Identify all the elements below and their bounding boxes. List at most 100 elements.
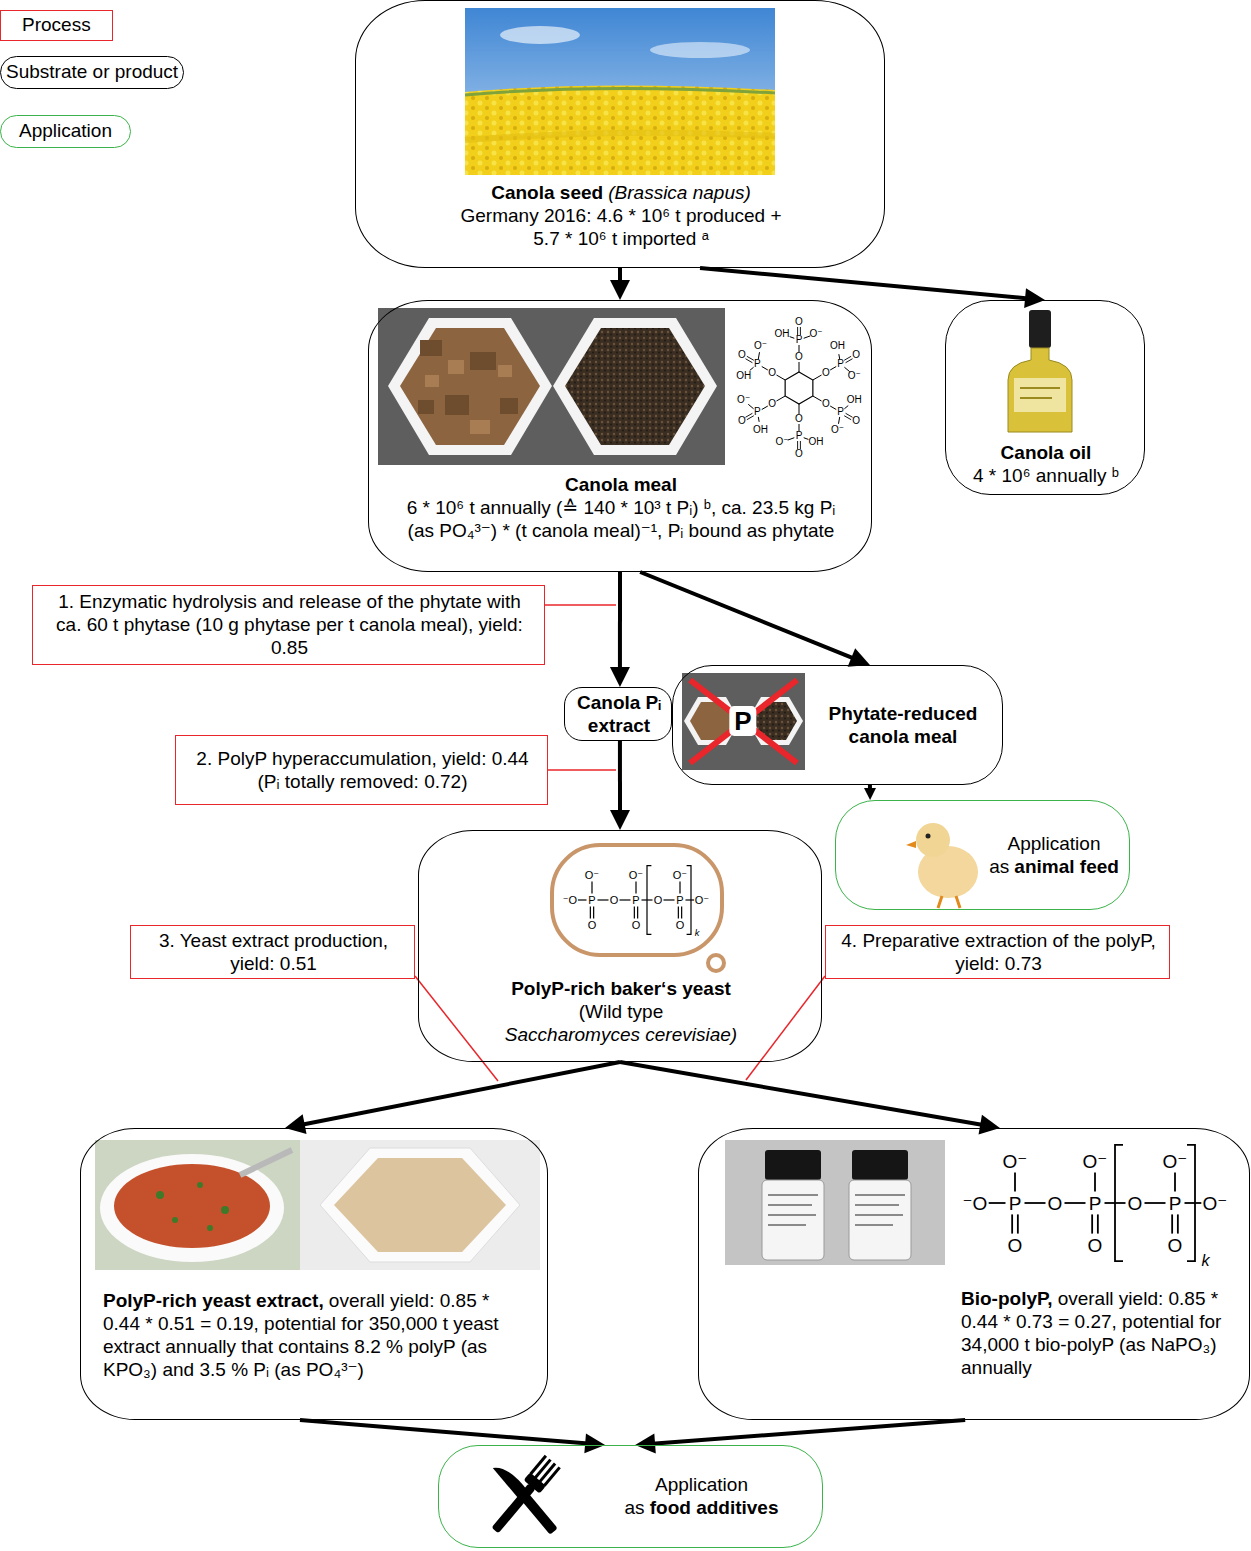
bond <box>790 337 795 339</box>
reduced-meal-photo-part <box>690 680 797 763</box>
flow-arrow <box>620 1062 1000 1134</box>
chick-photo-part <box>956 896 960 908</box>
oil-bottle-photo-part <box>1020 397 1052 399</box>
atom-label: O⁻ <box>809 329 822 339</box>
canola-field-photo-part <box>465 85 775 175</box>
product-box: PolyP-rich baker‘s yeast(Wild typeSaccha… <box>418 830 822 1062</box>
atom-label: O <box>768 368 776 378</box>
atom-label: P <box>754 407 761 417</box>
arrow-shaft <box>618 741 622 813</box>
polyp-vials-photo-part-part <box>855 1224 893 1226</box>
bond <box>804 438 809 440</box>
bond <box>578 899 587 900</box>
atom-label: O <box>738 350 746 360</box>
canola-meal-photo-part-part <box>418 400 434 414</box>
flow-arrow <box>610 572 630 687</box>
polyp-vials-photo-part <box>849 1180 911 1260</box>
bond <box>1091 1214 1093 1233</box>
bond <box>799 404 800 414</box>
polyp-vials-photo <box>725 1140 945 1265</box>
node-text-block: 1. Enzymatic hydrolysis and release of t… <box>43 590 536 659</box>
canola-field-photo-part <box>500 26 580 44</box>
legend-sub-shape: Substrate or product <box>0 56 184 89</box>
bond <box>804 336 811 338</box>
soup-photo-part <box>95 1140 300 1270</box>
canola-meal-photo-part-part <box>500 398 518 414</box>
atom-label: OH <box>830 341 845 351</box>
atom-label: O <box>1128 1194 1143 1213</box>
oil-bottle-photo <box>1008 310 1072 432</box>
fork-knife-icon-part-part <box>491 1483 535 1533</box>
polyp-vials-photo-part <box>725 1140 945 1265</box>
bond <box>1097 1214 1099 1233</box>
canola-meal-photo-part-part <box>420 340 442 356</box>
bond <box>590 907 591 919</box>
node-heading: 1. Enzymatic hydrolysis and release of t… <box>55 590 525 659</box>
node-heading: 2. PolyP hyperaccumulation, yield: 0.44 … <box>195 747 530 793</box>
atom-label: O⁻ <box>673 870 687 881</box>
arrow-shaft <box>620 1062 983 1125</box>
polyp-vials-photo-part <box>762 1180 824 1260</box>
bond <box>1017 1214 1019 1233</box>
bond <box>776 375 785 380</box>
atom-label: P <box>1169 1194 1182 1213</box>
atom-label: k <box>695 929 700 938</box>
canola-meal-photo-part <box>378 308 725 465</box>
soup-photo <box>95 1140 300 1270</box>
canola-meal-photo-part-part <box>470 352 496 370</box>
canola-meal-photo-part-part <box>470 420 490 434</box>
process-box: 4. Preparative extraction of the polyP, … <box>825 925 1170 979</box>
atom-label: O⁻ <box>831 425 844 435</box>
bond <box>788 438 795 440</box>
bond <box>799 362 800 372</box>
node-heading: Canola seed <box>491 182 603 203</box>
bond <box>830 367 836 371</box>
node-heading: 3. Yeast extract production, yield: 0.51 <box>139 929 408 975</box>
chick-photo-part <box>906 841 916 848</box>
atom-label: O⁻ <box>737 395 750 405</box>
atom-label: O <box>795 352 803 362</box>
arrow-shaft <box>652 1420 965 1444</box>
soup-photo-part <box>240 1150 292 1175</box>
node-text: animal feed <box>1014 856 1119 877</box>
leader-line-part <box>548 769 616 771</box>
atom-label: O <box>795 414 803 424</box>
soup-photo-part <box>156 1182 229 1231</box>
node-text: overall yield: 0.85 * 0.44 * 0.51 = 0.19… <box>103 1290 499 1380</box>
canola-meal-photo-part <box>418 340 518 415</box>
arrowhead <box>848 648 870 667</box>
legend-app-shape: Application <box>0 115 131 148</box>
atom-label: O⁻ <box>754 341 767 351</box>
yeast-extract-photo-part <box>300 1140 540 1270</box>
node-text: Saccharomyces cerevisiae) <box>439 1023 803 1046</box>
arrowhead <box>610 667 630 687</box>
product-box: Canola meal6 * 10⁶ t annually (≙ 140 * 1… <box>368 300 872 572</box>
arrowhead <box>635 1434 656 1454</box>
bond <box>1174 1172 1176 1191</box>
bond <box>750 367 754 370</box>
bond <box>745 413 752 417</box>
node-text-block: Applicationasfood additives <box>589 1473 814 1519</box>
atom-label: O⁻ <box>629 870 643 881</box>
soup-photo-part-part <box>156 1191 164 1199</box>
chick-photo <box>906 823 978 908</box>
polyp-vials-photo-part-part <box>855 1204 899 1206</box>
bond <box>686 899 695 900</box>
fork-knife-icon <box>487 1455 561 1537</box>
canola-field-photo-part <box>650 42 750 58</box>
polyp-vials-photo-part <box>768 1195 818 1225</box>
bond <box>664 899 675 900</box>
atom-label: O <box>1168 1236 1183 1255</box>
node-heading: Application <box>984 832 1124 855</box>
arrowhead <box>979 1115 1000 1135</box>
bond <box>1171 1214 1173 1233</box>
node-heading: Application <box>589 1473 814 1496</box>
atom-label: O⁻ <box>695 895 709 906</box>
canola-meal-photo-part-part <box>448 360 464 374</box>
atom-label: P <box>837 359 844 369</box>
node-text: 4 * 10⁶ annually ᵇ <box>956 464 1136 487</box>
bond <box>844 416 851 420</box>
bond <box>1145 1202 1166 1204</box>
canola-field-photo-part <box>465 133 775 140</box>
product-box: Phytate-reduced canola meal <box>672 665 1003 785</box>
